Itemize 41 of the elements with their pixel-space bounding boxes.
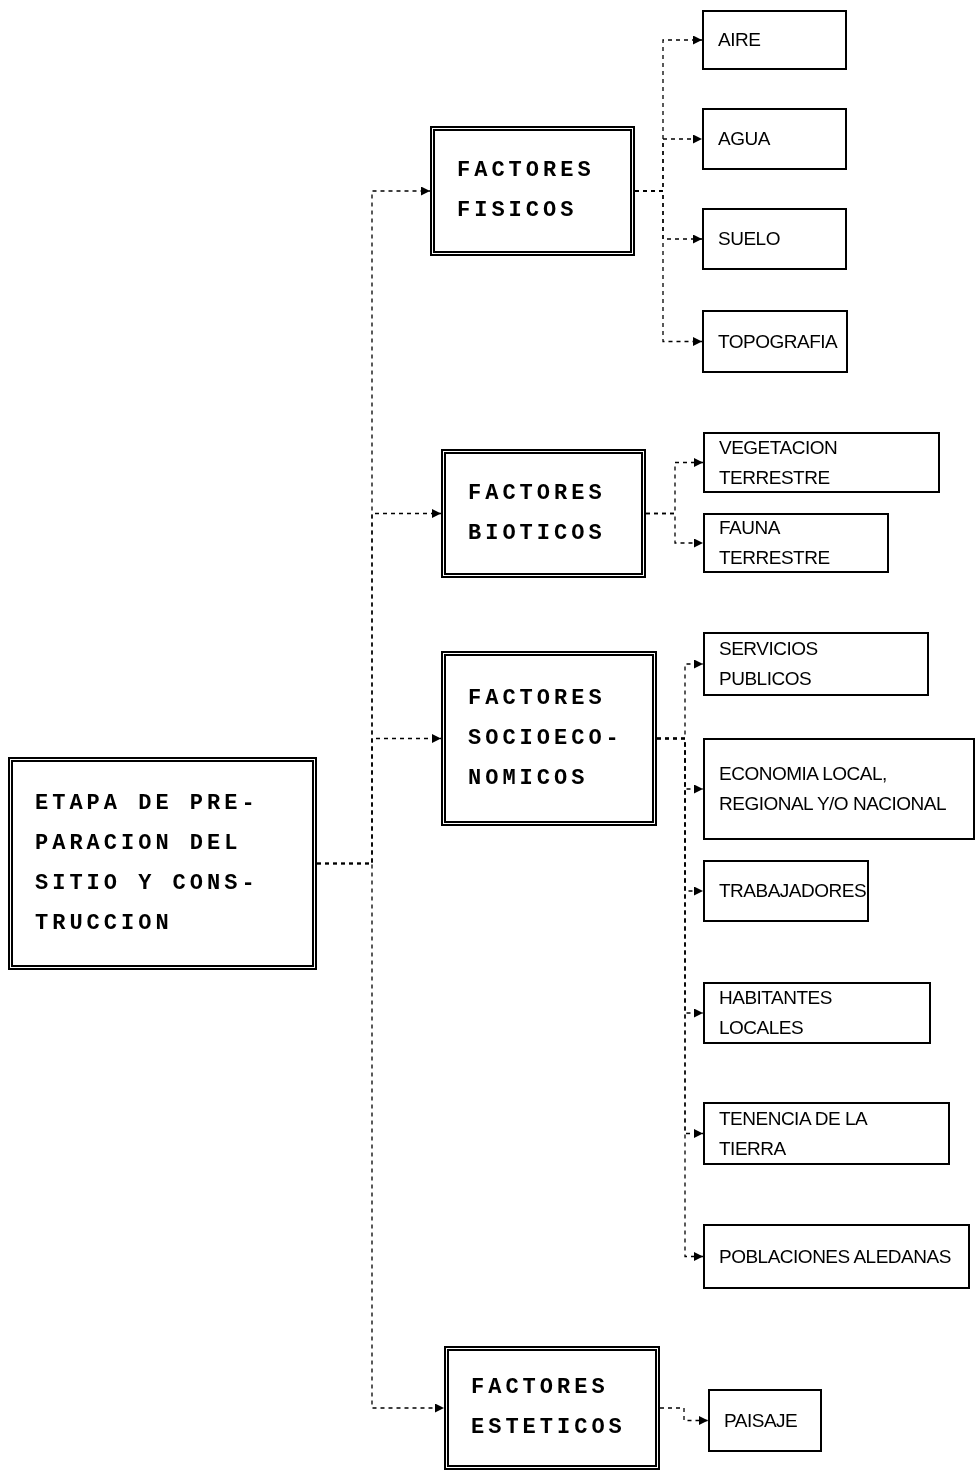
process-box: [703, 982, 931, 1044]
box-label: HABITANTES LOCALES: [719, 986, 833, 1040]
box-label: TOPOGRAFIA: [718, 329, 838, 354]
box-label: VEGETACION TERRESTRE: [719, 435, 839, 490]
process-box: [703, 432, 940, 493]
process-box: [703, 1224, 970, 1289]
process-box: [708, 1389, 822, 1452]
process-box: [441, 651, 657, 826]
arrow: [316, 862, 445, 1413]
box-label: ETAPA DE PRE- PARACION DEL SITIO Y CONS- TRUCCION: [35, 789, 260, 938]
process-box: [703, 513, 889, 573]
box-label: FAUNA TERRESTRE: [719, 516, 831, 570]
arrow: [656, 737, 704, 1261]
arrow: [634, 190, 703, 346]
box-label: FACTORES FISICOS: [457, 157, 596, 225]
process-box: [703, 632, 929, 696]
box-label: TENENCIA DE LA TIERRA: [719, 1106, 868, 1161]
process-box: [702, 310, 848, 373]
process-box: [703, 738, 975, 840]
box-label: TRABAJADORES: [719, 879, 867, 903]
process-box: [8, 757, 317, 970]
box-label: AIRE: [718, 28, 761, 52]
process-box: [702, 108, 847, 170]
box-label: FACTORES ESTETICOS: [471, 1374, 627, 1442]
process-box: [430, 126, 635, 256]
process-box: [703, 860, 869, 922]
process-box: [702, 10, 847, 70]
box-label: POBLACIONES ALEDANAS: [719, 1244, 951, 1269]
box-label: ECONOMIA LOCAL, REGIONAL Y/O NACIONAL: [719, 762, 948, 816]
arrow: [645, 512, 704, 548]
arrow: [659, 1407, 709, 1425]
box-label: AGUA: [718, 127, 770, 151]
box-label: FACTORES BIOTICOS: [468, 479, 607, 548]
process-box: [444, 1346, 660, 1470]
box-label: PAISAJE: [724, 1408, 798, 1433]
process-box: [702, 208, 847, 270]
process-box: [441, 449, 646, 578]
box-label: SERVICIOS PUBLICOS: [719, 637, 819, 691]
box-label: SUELO: [718, 227, 780, 251]
box-label: FACTORES SOCIOECO- NOMICOS: [468, 684, 624, 793]
process-box: [703, 1102, 950, 1165]
